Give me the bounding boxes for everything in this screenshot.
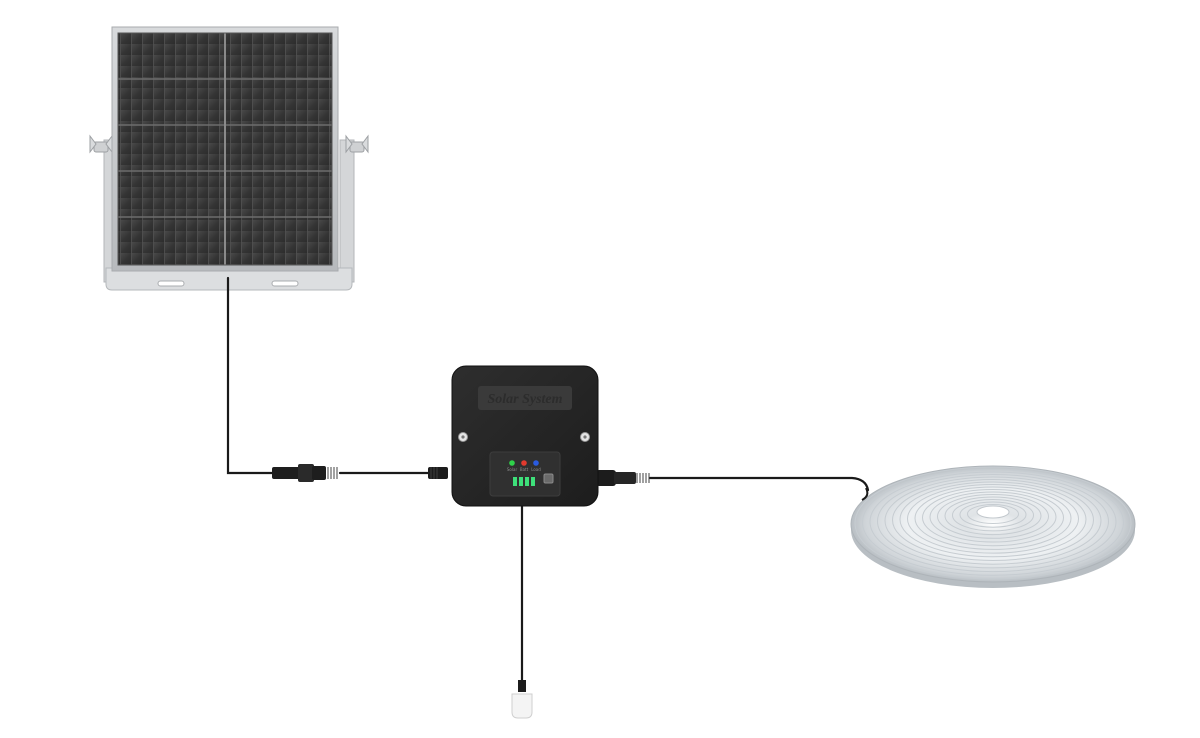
reel-coil-ring	[944, 496, 1042, 536]
reel-coil-ring	[937, 494, 1049, 539]
solar-panel	[89, 26, 369, 291]
panel-bracket-right	[339, 139, 355, 283]
screw-left-icon	[458, 432, 468, 442]
cables	[226, 276, 870, 690]
reel-coil-ring	[892, 479, 1094, 561]
reel-coil-ring	[884, 476, 1102, 565]
battery-bar	[519, 477, 523, 486]
controller-input-gland-icon	[428, 467, 448, 479]
indicator-led-batt: Batt	[520, 460, 529, 472]
controller-to-strip-cable	[648, 476, 870, 492]
indicator-label-batt: Batt	[520, 467, 529, 472]
battery-bar	[513, 477, 517, 486]
sensor-probe-icon	[511, 680, 533, 719]
panel-connector-icon	[272, 464, 338, 482]
panel-cable	[226, 276, 278, 475]
battery-bar	[531, 477, 535, 486]
reel-coil-ring	[952, 499, 1034, 532]
reel-coil-ring	[967, 504, 1019, 524]
reel-coil-ring	[959, 501, 1027, 528]
reel-coil-ring	[914, 486, 1072, 550]
reel-coil-ring	[907, 484, 1079, 554]
reel-coil-ring	[929, 491, 1057, 543]
indicator-panel	[489, 451, 561, 497]
controller-label: Solar System	[487, 392, 562, 407]
led-strip-reel	[850, 465, 1136, 588]
reel-coil-ring	[899, 481, 1087, 558]
panel-grid	[118, 33, 332, 265]
wing-nut-left-icon	[89, 134, 113, 154]
wing-nut-right-icon	[345, 134, 369, 154]
reel-coil-ring	[922, 488, 1064, 547]
mode-button[interactable]	[543, 473, 554, 484]
controller-output-connector-icon	[596, 470, 650, 486]
reel-coil-ring	[862, 469, 1124, 576]
reel-coil-ring	[854, 466, 1132, 580]
solar-controller: Solar System Solar Batt Load	[451, 365, 599, 507]
indicator-led-solar: Solar	[507, 460, 518, 472]
battery-level-indicator	[513, 477, 535, 486]
screw-right-icon	[580, 432, 590, 442]
reel-coil-ring	[869, 471, 1117, 573]
battery-bar	[525, 477, 529, 486]
indicator-led-load: Load	[531, 460, 541, 472]
reel-coil-ring	[877, 474, 1109, 569]
indicator-label-load: Load	[531, 467, 541, 472]
indicator-label-solar: Solar	[507, 467, 518, 472]
